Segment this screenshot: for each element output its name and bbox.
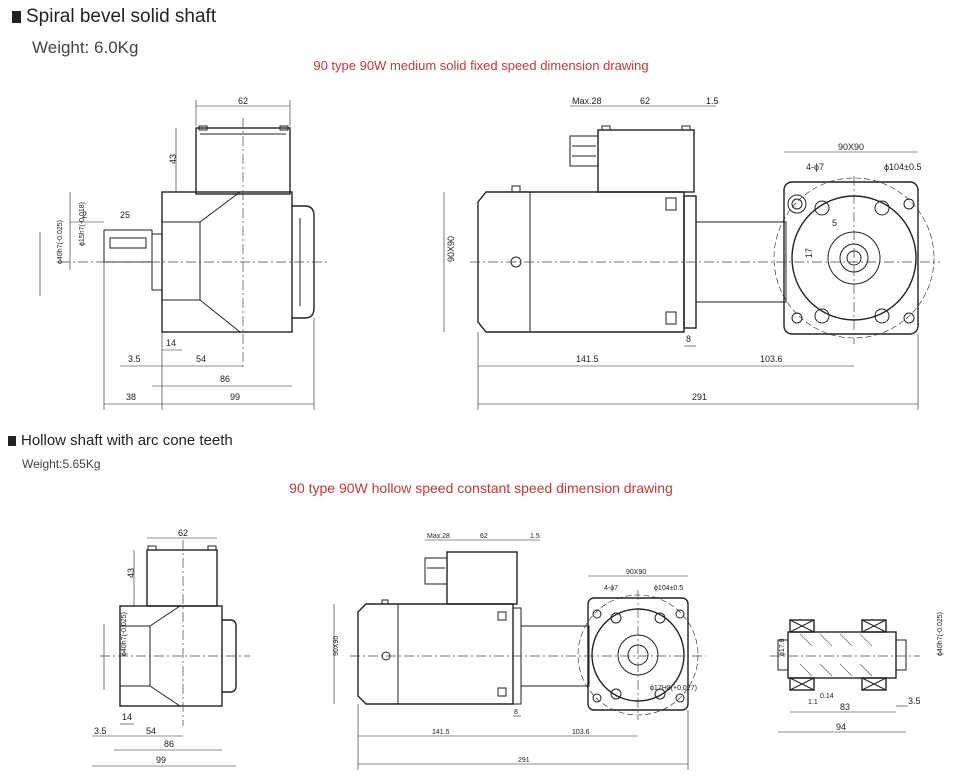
dim-1-1: 1.1: [808, 699, 818, 706]
dim-0-14: 0.14: [820, 693, 834, 700]
section2-title: Hollow shaft with arc cone teeth: [21, 432, 233, 449]
dim-103-6: 103.6: [760, 354, 783, 364]
dim-62: 62: [178, 528, 188, 538]
dim-86: 86: [220, 374, 230, 384]
square-bullet-icon: [12, 11, 21, 23]
dim-phi17h8: ϕ17H8(+0.027): [650, 685, 697, 692]
dim-1-5: 1.5: [706, 96, 719, 106]
dim-62: 62: [640, 96, 650, 106]
dim-103-6: 103.6: [572, 729, 590, 736]
s2-shaft-detail: 83 3.5 94 1.1 0.14 ϕ17.8 ϕ40h7(-0.025): [770, 612, 944, 733]
dim-17: 17: [804, 248, 814, 258]
dim-3-5: 3.5: [94, 726, 107, 736]
section2-heading: Hollow shaft with arc cone teeth: [8, 432, 233, 449]
section2-weight: Weight:5.65Kg: [22, 457, 101, 471]
dim-38: 38: [126, 392, 136, 402]
dim-14: 14: [122, 712, 132, 722]
s1-front-view: Max.28 62 1.5 90X90 90X90 141.5 103.6 29…: [443, 96, 940, 410]
dim-90x90-top: 90X90: [838, 142, 864, 152]
dim-99: 99: [156, 755, 166, 765]
dim-54: 54: [146, 726, 156, 736]
dim-99: 99: [230, 392, 240, 402]
dim-5: 5: [832, 218, 837, 228]
dim-62: 62: [238, 96, 248, 106]
s2-front-view: Max.28 62 1.5 90X90 90X90 4-ϕ7 ϕ104±0.5 …: [333, 533, 706, 770]
dim-phi40: ϕ40h7(-0.025): [937, 612, 944, 656]
s2-side-view: 62 43 ϕ40h7(-0.025) 14 3.5 54 86 99: [92, 528, 250, 767]
section1-title: Spiral bevel solid shaft: [26, 6, 217, 27]
dim-62: 62: [480, 533, 488, 540]
dim-height: 90X90: [333, 636, 340, 656]
section1-weight: Weight: 6.0Kg: [32, 38, 139, 57]
section1-heading: Spiral bevel solid shaft: [12, 6, 216, 28]
shaft-diameter: ϕ15h7(-0.018): [79, 202, 86, 246]
base-diameter: ϕ40h7(-0.025): [57, 220, 64, 264]
dim-8: 8: [686, 334, 691, 344]
dim-phi17-8: ϕ17.8: [779, 638, 786, 656]
s1-side-view: 62 43 2 25 ϕ15h7(-0.018) ϕ40h7(-0.025) 1…: [39, 96, 330, 410]
dim-25: 25: [120, 210, 130, 220]
dim-83: 83: [840, 702, 850, 712]
dim-phi104: ϕ104±0.5: [654, 585, 683, 592]
dim-max28: Max.28: [572, 96, 602, 106]
dim-2: 2: [82, 210, 87, 220]
dim-141-5: 141.5: [432, 729, 450, 736]
dim-phi104: ϕ104±0.5: [884, 162, 922, 172]
dim-291: 291: [692, 392, 707, 402]
dim-141-5: 141.5: [576, 354, 599, 364]
dim-max28: Max.28: [427, 533, 450, 540]
square-bullet-icon: [8, 435, 16, 446]
dim-43: 43: [168, 154, 178, 164]
section1-caption: 90 type 90W medium solid fixed speed dim…: [313, 58, 649, 73]
dim-43: 43: [126, 568, 136, 578]
dim-54: 54: [196, 354, 206, 364]
dim-1-5: 1.5: [530, 533, 540, 540]
dim-90x90-top: 90X90: [626, 569, 646, 576]
dim-height: 90X90: [446, 236, 456, 262]
dim-86: 86: [164, 739, 174, 749]
dim-3-5: 3.5: [908, 696, 921, 706]
dim-4-phi7: 4-ϕ7: [806, 162, 824, 172]
dim-94: 94: [836, 722, 846, 732]
dim-3-5: 3.5: [128, 354, 141, 364]
dim-4-phi7: 4-ϕ7: [604, 585, 618, 592]
section2-caption: 90 type 90W hollow speed constant speed …: [289, 480, 673, 496]
dim-8: 8: [514, 709, 518, 716]
base-diameter: ϕ40h7(-0.025): [121, 612, 128, 656]
dim-14: 14: [166, 338, 176, 348]
dim-291: 291: [518, 757, 530, 764]
